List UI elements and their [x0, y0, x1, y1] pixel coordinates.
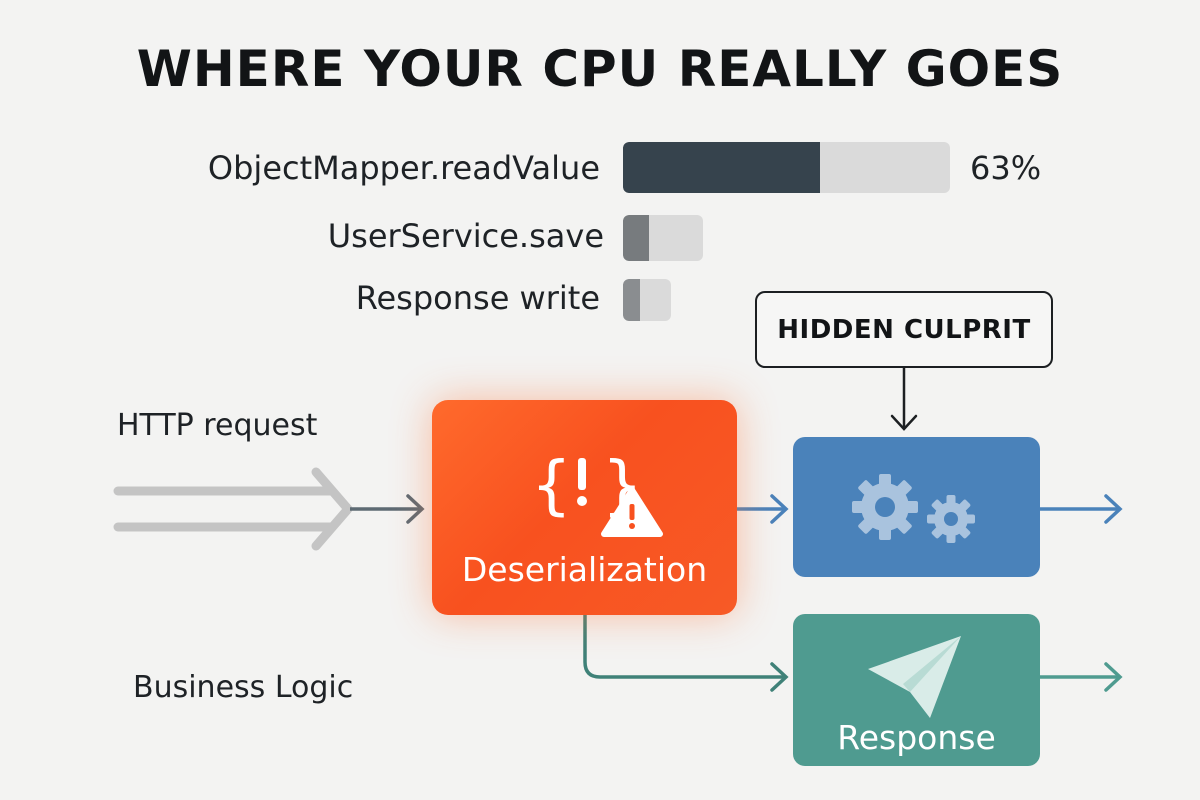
hidden-culprit-callout: HIDDEN CULPRIT: [755, 291, 1053, 368]
bar-track-response-write: [623, 279, 671, 321]
paper-plane-icon: [868, 636, 961, 718]
http-request-label: HTTP request: [117, 408, 318, 443]
input-double-arrow: [113, 467, 353, 551]
braces-warning-icon: { }: [531, 449, 663, 537]
arrow-to-response: [583, 615, 789, 692]
bar-fill-response-write: [623, 279, 640, 321]
bar-value-objectmapper: 63%: [970, 149, 1042, 187]
arrow-into-deserialization: [350, 494, 425, 524]
bar-fill-objectmapper: [623, 142, 820, 193]
bar-track-userservice: [623, 215, 703, 261]
page-title: WHERE YOUR CPU REALLY GOES: [136, 40, 1064, 98]
callout-pointer-arrow: [890, 368, 918, 431]
bar-label-response-write: Response write: [355, 279, 600, 317]
svg-text:{: {: [531, 449, 572, 523]
bar-label-objectmapper: ObjectMapper.readValue: [207, 149, 600, 187]
business-logic-label: Business Logic: [133, 670, 354, 705]
arrow-out-business-logic: [1040, 494, 1123, 524]
deserialization-label: Deserialization: [461, 550, 708, 589]
bar-label-userservice: UserService.save: [327, 217, 604, 255]
deserialization-box: { } Deserialization: [432, 400, 737, 615]
bar-fill-userservice: [623, 215, 649, 261]
bar-track-objectmapper: [623, 142, 950, 193]
response-box: Response: [793, 614, 1040, 766]
arrow-out-response: [1040, 662, 1123, 692]
response-label: Response: [837, 718, 996, 757]
business-logic-box: [793, 437, 1040, 577]
arrow-to-business-logic: [737, 494, 789, 524]
gears-icon: [852, 474, 975, 543]
